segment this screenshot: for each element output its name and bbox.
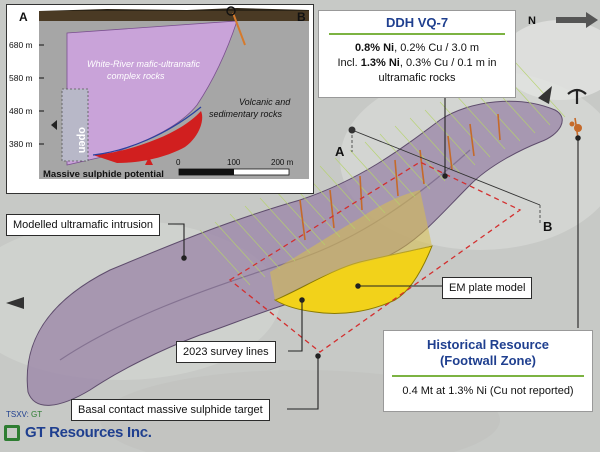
- historical-resource-callout: Historical Resource (Footwall Zone) 0.4 …: [383, 330, 593, 412]
- scale-200: 200 m: [271, 158, 294, 167]
- ticker-symbol: GT: [31, 410, 42, 419]
- open-label: open: [76, 127, 88, 154]
- label-modelled-intrusion: Modelled ultramafic intrusion: [6, 214, 160, 236]
- rock-label-line4: sedimentary rocks: [209, 109, 283, 119]
- ddh-line2-pre: Incl.: [338, 57, 361, 69]
- rock-label-line1: White-River mafic-ultramafic: [87, 59, 201, 69]
- cross-section-inset: A B 680 m 580 m 480 m 380 m White-River …: [6, 4, 314, 194]
- north-label: N: [528, 15, 536, 27]
- historical-title-line1: Historical Resource: [392, 337, 584, 353]
- cross-section-graphic: A B 680 m 580 m 480 m 380 m White-River …: [7, 5, 313, 193]
- historical-body: 0.4 Mt at 1.3% Ni (Cu not reported): [384, 377, 592, 397]
- map-section-b-label: B: [543, 219, 552, 234]
- company-logo: GT Resources Inc.: [4, 424, 152, 441]
- elevation-680: 680 m: [9, 40, 33, 50]
- ticker: TSXV: GT: [6, 410, 42, 419]
- historical-title: Historical Resource (Footwall Zone): [392, 331, 584, 377]
- sulphide-potential-label: Massive sulphide potential: [43, 169, 164, 180]
- map-section-a-label: A: [335, 144, 345, 159]
- scale-100: 100: [227, 158, 241, 167]
- ddh-callout: DDH VQ-7 0.8% Ni, 0.2% Cu / 3.0 m Incl. …: [318, 10, 516, 98]
- historical-title-line2: (Footwall Zone): [392, 353, 584, 369]
- gt-logo-icon: [4, 425, 20, 441]
- ddh-line2-rest: , 0.3% Cu / 0.1 m in: [400, 57, 497, 69]
- label-em-plate: EM plate model: [442, 277, 532, 299]
- elevation-580: 580 m: [9, 73, 33, 83]
- ddh-body: 0.8% Ni, 0.2% Cu / 3.0 m Incl. 1.3% Ni, …: [319, 35, 515, 86]
- label-survey-lines: 2023 survey lines: [176, 341, 276, 363]
- ddh-line3: ultramafic rocks: [319, 71, 515, 86]
- inset-label-b: B: [297, 10, 306, 24]
- label-basal-contact: Basal contact massive sulphide target: [71, 399, 270, 421]
- ddh-line1-bold: 0.8% Ni: [355, 42, 394, 54]
- ticker-prefix: TSXV:: [6, 410, 31, 419]
- rock-label-line2: complex rocks: [107, 71, 165, 81]
- company-name: GT Resources Inc.: [25, 424, 152, 441]
- ddh-line2-bold: 1.3% Ni: [361, 57, 400, 69]
- elevation-480: 480 m: [9, 106, 33, 116]
- inset-label-a: A: [19, 10, 28, 24]
- ddh-line1-rest: , 0.2% Cu / 3.0 m: [394, 42, 479, 54]
- ddh-title: DDH VQ-7: [329, 11, 505, 35]
- scale-0: 0: [176, 158, 181, 167]
- rock-label-line3: Volcanic and: [239, 97, 291, 107]
- elevation-380: 380 m: [9, 139, 33, 149]
